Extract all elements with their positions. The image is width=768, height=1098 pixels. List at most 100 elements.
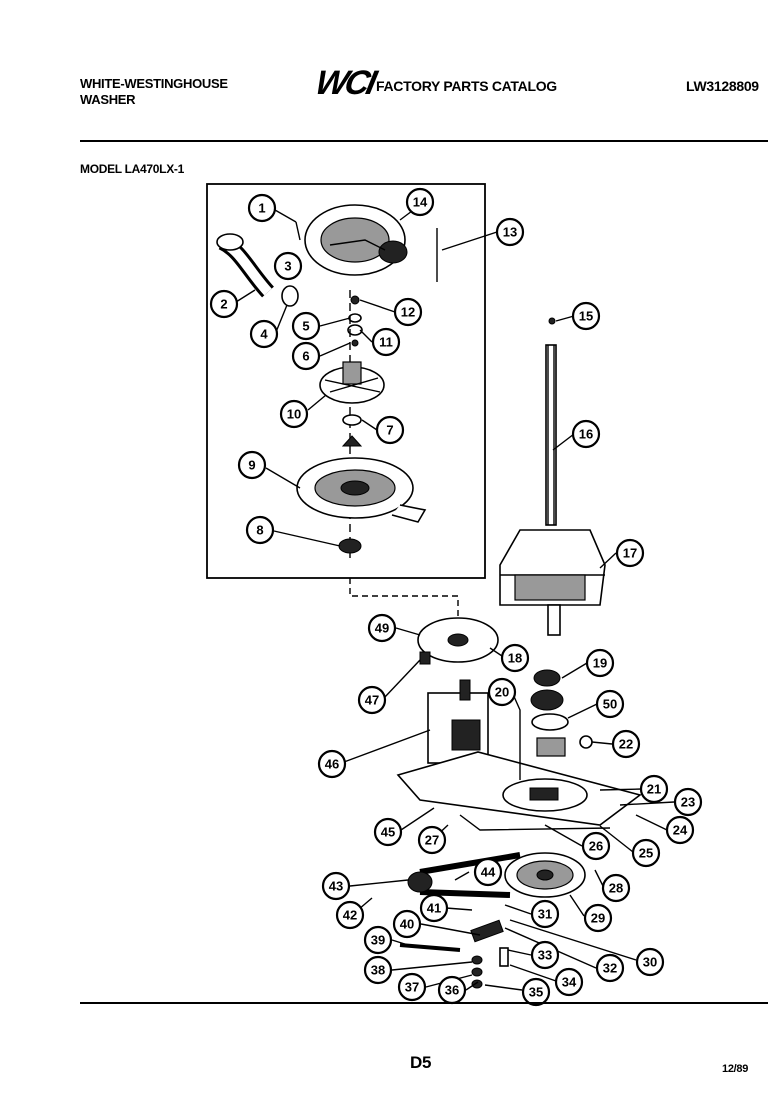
svg-text:7: 7	[386, 423, 393, 438]
brand-line-1: WHITE-WESTINGHOUSE	[80, 76, 228, 91]
callout-39: 39	[363, 925, 393, 955]
callout-2: 2	[209, 289, 239, 319]
callout-11: 11	[371, 327, 401, 357]
small-hardware-stack	[347, 295, 363, 347]
callout-45: 45	[373, 817, 403, 847]
callout-29: 29	[583, 903, 613, 933]
catalog-date: 12/89	[722, 1063, 749, 1075]
clamp-part	[281, 285, 299, 307]
callout-40: 40	[392, 909, 422, 939]
svg-text:13: 13	[503, 225, 517, 240]
callout-38: 38	[363, 955, 393, 985]
callout-4: 4	[249, 319, 279, 349]
lower-hardware	[399, 919, 509, 989]
svg-text:8: 8	[256, 523, 263, 538]
callout-8: 8	[245, 515, 275, 545]
callout-28: 28	[601, 873, 631, 903]
callout-14: 14	[405, 187, 435, 217]
svg-text:41: 41	[427, 901, 441, 916]
callout-44: 44	[473, 857, 503, 887]
callout-50: 50	[595, 689, 625, 719]
pump-base-part	[296, 457, 427, 523]
svg-text:3: 3	[284, 259, 291, 274]
svg-text:4: 4	[260, 327, 268, 342]
svg-text:23: 23	[681, 795, 695, 810]
tub-plate-part	[417, 617, 499, 665]
callout-36: 36	[437, 975, 467, 1005]
pump-cover-part	[304, 204, 408, 276]
inset-frame	[206, 183, 486, 579]
callout-31: 31	[530, 899, 560, 929]
callout-21: 21	[639, 774, 669, 804]
callout-5: 5	[291, 311, 321, 341]
svg-text:46: 46	[325, 757, 339, 772]
callout-1: 1	[247, 193, 277, 223]
callout-22: 22	[611, 729, 641, 759]
callout-20: 20	[487, 677, 517, 707]
svg-text:40: 40	[400, 917, 414, 932]
svg-text:43: 43	[329, 879, 343, 894]
inset-connector	[349, 578, 459, 626]
svg-text:20: 20	[495, 685, 509, 700]
callout-25: 25	[631, 838, 661, 868]
brand-line-2: WASHER	[80, 92, 136, 107]
svg-text:9: 9	[248, 458, 255, 473]
svg-text:28: 28	[609, 881, 623, 896]
callout-30: 30	[635, 947, 665, 977]
page-number: D5	[410, 1053, 432, 1072]
svg-text:1: 1	[258, 201, 265, 216]
seal-part	[342, 414, 362, 426]
motor-part	[427, 679, 489, 764]
svg-text:10: 10	[287, 407, 301, 422]
svg-text:35: 35	[529, 985, 543, 1000]
svg-text:29: 29	[591, 911, 605, 926]
callout-41: 41	[419, 893, 449, 923]
svg-text:36: 36	[445, 983, 459, 998]
svg-text:33: 33	[538, 948, 552, 963]
svg-text:6: 6	[302, 349, 309, 364]
callout-7: 7	[375, 415, 405, 445]
svg-text:27: 27	[425, 833, 439, 848]
callout-27: 27	[417, 825, 447, 855]
svg-text:31: 31	[538, 907, 552, 922]
bearing-part	[338, 538, 362, 554]
svg-text:47: 47	[365, 693, 379, 708]
callout-12: 12	[393, 297, 423, 327]
model-label: MODEL LA470LX-1	[80, 162, 184, 176]
callout-26: 26	[581, 831, 611, 861]
svg-text:34: 34	[562, 975, 577, 990]
clutch-parts	[530, 669, 593, 757]
callout-32: 32	[595, 953, 625, 983]
callout-10: 10	[279, 399, 309, 429]
catalog-title: FACTORY PARTS CATALOG	[376, 78, 557, 94]
svg-text:17: 17	[623, 546, 637, 561]
svg-text:32: 32	[603, 961, 617, 976]
impeller-part	[319, 361, 385, 404]
svg-text:15: 15	[579, 309, 593, 324]
transmission-part	[499, 529, 606, 636]
footer-rule	[80, 1002, 768, 1004]
svg-text:2: 2	[220, 297, 227, 312]
svg-text:42: 42	[343, 908, 357, 923]
screw-part	[295, 221, 301, 241]
svg-text:21: 21	[647, 782, 661, 797]
retainer-part	[548, 317, 556, 325]
callout-33: 33	[530, 940, 560, 970]
svg-text:45: 45	[381, 825, 395, 840]
callout-23: 23	[673, 787, 703, 817]
catalog-code: LW3128809	[686, 78, 759, 94]
header-rule	[80, 140, 768, 142]
callout-46: 46	[317, 749, 347, 779]
svg-text:22: 22	[619, 737, 633, 752]
svg-text:25: 25	[639, 846, 653, 861]
callout-16: 16	[571, 419, 601, 449]
svg-text:19: 19	[593, 656, 607, 671]
svg-text:44: 44	[481, 865, 496, 880]
callout-24: 24	[665, 815, 695, 845]
callout-43: 43	[321, 871, 351, 901]
callout-9: 9	[237, 450, 267, 480]
svg-text:14: 14	[413, 195, 428, 210]
svg-text:18: 18	[508, 651, 522, 666]
drive-pulley-and-belt	[407, 852, 586, 898]
